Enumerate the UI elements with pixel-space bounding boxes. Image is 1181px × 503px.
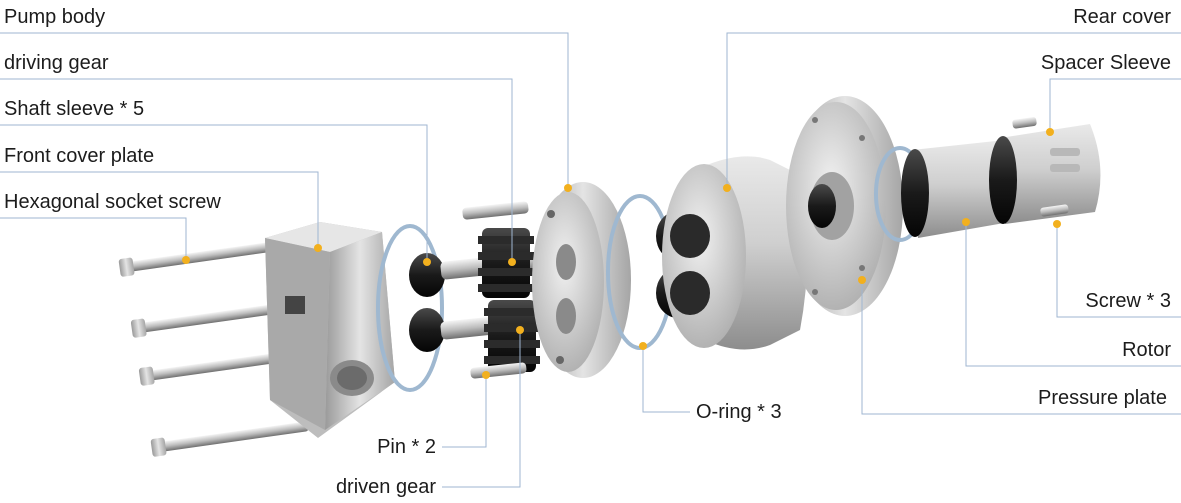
leader-rotor [965,222,1181,367]
leader-driven-gear [442,330,521,488]
label-rear-cover: Rear cover [1073,6,1171,28]
spacer-sleeve [989,124,1101,224]
leader-spacer-sleeve [1049,78,1181,132]
label-pump-body: Pump body [4,6,106,28]
label-pressure-plate: Pressure plate [1038,387,1167,409]
leader-screw [1056,224,1181,318]
label-spacer-sleeve: Spacer Sleeve [1040,52,1171,74]
rear-cover [662,156,808,350]
label-driving-gear: driving gear [4,52,109,74]
leader-pump-body [0,32,569,188]
dot-pressure-plate [858,276,866,284]
dot-rotor [962,218,970,226]
leader-shaft-sleeve [0,124,428,262]
gears [478,228,540,372]
label-o-ring: O-ring * 3 [696,401,782,423]
label-hex-socket-screw: Hexagonal socket screw [4,191,221,213]
rear-screws [1012,117,1069,217]
dot-pin [482,371,490,379]
dot-spacer-sleeve [1046,128,1054,136]
o-ring-front [376,224,444,392]
hex-socket-screws [118,241,309,457]
label-rotor: Rotor [1122,339,1171,361]
leader-lines [0,32,1181,488]
label-shaft-sleeve: Shaft sleeve * 5 [4,98,145,120]
dot-pump-body [564,184,572,192]
dot-driving-gear [508,258,516,266]
leader-hex-screw [0,217,187,260]
dot-driven-gear [516,326,524,334]
label-front-cover-plate: Front cover plate [4,145,155,167]
dot-shaft-sleeve [423,258,431,266]
dot-rear-cover [723,184,731,192]
label-driven-gear: driven gear [335,476,436,498]
dot-front-cover [314,244,322,252]
dot-hex-screw [182,256,190,264]
front-cover-plate [265,222,395,438]
dot-o-ring [639,342,647,350]
dot-screw [1053,220,1061,228]
leader-driving-gear [0,78,513,262]
pressure-plate [786,96,903,316]
label-pin: Pin * 2 [377,436,436,458]
label-screw: Screw * 3 [1085,290,1171,312]
shaft-sleeves-front [409,253,445,352]
leader-front-cover [0,171,319,248]
leader-rear-cover [726,32,1181,188]
leader-pressure-plate [861,280,1181,415]
leader-o-ring [642,346,690,413]
leader-pin [442,375,487,448]
pump-body [532,182,631,378]
rotor [901,140,1010,238]
marker-dots [182,128,1061,379]
